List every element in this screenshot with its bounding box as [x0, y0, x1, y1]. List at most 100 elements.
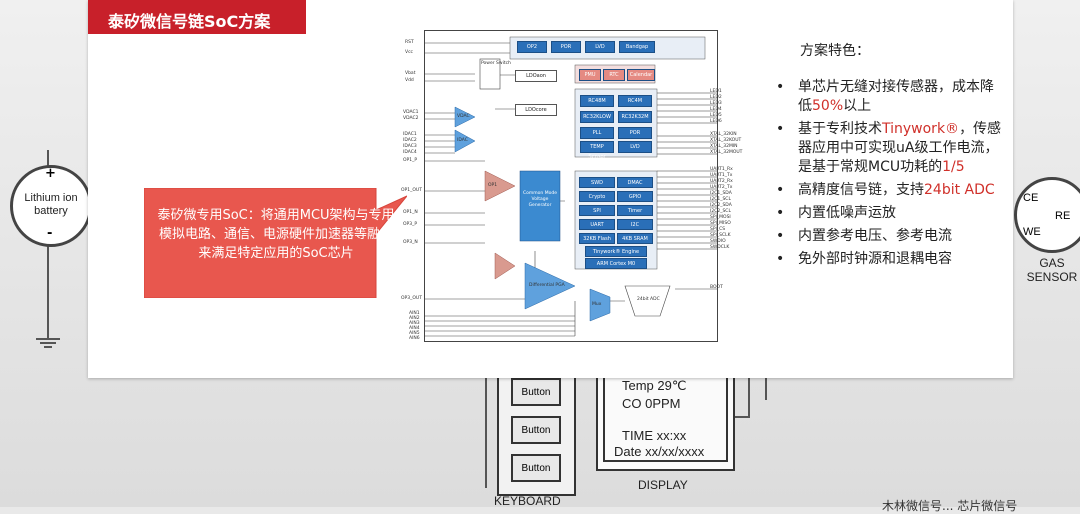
block-pll: PLL — [580, 127, 614, 139]
block-swd: SWD — [579, 177, 615, 188]
feature-text: 高精度信号链，支持 — [798, 182, 924, 198]
display-screen — [603, 374, 728, 462]
feature-text: 内置参考电压、参考电流 — [798, 228, 952, 244]
pin-label: I2C1_SDA — [710, 191, 732, 196]
display-box: Temp 29℃ CO 0PPM TIME xx:xx Date xx/xx/x… — [596, 372, 735, 471]
pin-label: UART1_Tx — [710, 173, 733, 178]
cmvg-label: Common Mode Voltage Generator — [523, 191, 557, 208]
circuit-line — [40, 342, 56, 344]
pin-label: XTAL_32KOUT — [710, 138, 742, 143]
pin-label: IDAC1 — [403, 132, 417, 137]
pin-label: UART2_Tx — [710, 185, 733, 190]
pin-label: AIN3 — [409, 321, 420, 326]
pin-label: SWDIO — [710, 239, 726, 244]
pin-label: OP1_OUT — [401, 188, 422, 193]
features-panel: 方案特色： 单芯片无缝对接传感器，成本降低50%以上 基于专利技术Tinywor… — [776, 40, 1006, 273]
block-rc48m: RC48M — [580, 95, 614, 107]
block-por: POR — [551, 41, 581, 53]
feature-item: 高精度信号链，支持24bit ADC — [776, 181, 1006, 200]
keyboard-box: Button Button Button — [497, 372, 576, 496]
feature-item: 免外部时钟源和退耦电容 — [776, 250, 1006, 269]
pin-label: OP3_OUT — [401, 296, 422, 301]
block-lvd2: LVD — [618, 141, 652, 153]
circuit-line — [731, 416, 750, 418]
pin-label: SPI_MOSI — [710, 215, 731, 220]
block-pmu: PMU — [579, 69, 601, 81]
gas-sensor-symbol: CE RE WE — [1014, 177, 1080, 253]
pin-label: LED1 — [710, 89, 722, 94]
circuit-line — [748, 378, 750, 418]
block-i2c: I2C — [617, 219, 653, 230]
pin-label: OP3_P — [403, 222, 418, 227]
block-por2: POR — [618, 127, 652, 139]
slide: 泰矽微信号链SoC方案 — [88, 0, 1013, 378]
feature-highlight: 50% — [812, 98, 844, 114]
feature-text: ，传感器应用中可实现uA级工作电流，是基于常规MCU功耗的 — [798, 121, 1002, 175]
pin-label: Vdd — [405, 78, 414, 83]
pin-label: OP1_P — [403, 158, 418, 163]
keyboard-button: Button — [511, 454, 561, 482]
pin-label: BOOT — [710, 285, 723, 290]
block-dmac: DMAC — [617, 177, 653, 188]
callout-shape — [144, 188, 407, 298]
block-calendar: Calendar — [627, 69, 655, 81]
pin-label: IDAC3 — [403, 144, 417, 149]
pin-label: XTAL_32MOUT — [710, 150, 743, 155]
pin-label: XTAL_32MIN — [710, 144, 738, 149]
block-op2: OP2 — [517, 41, 547, 53]
diff-pga-label: Differential PGA — [529, 283, 565, 288]
feature-highlight: 1/5 — [942, 159, 965, 175]
feature-text: 免外部时钟源和退耦电容 — [798, 251, 952, 267]
display-line: CO 0PPM — [622, 396, 681, 411]
pin-label: AIN5 — [409, 331, 420, 336]
circuit-line — [44, 346, 52, 348]
slide-title: 泰矽微信号链SoC方案 — [108, 12, 271, 31]
soc-block-diagram: Power Switch OP2 POR LVD Bandgap LDOaon … — [401, 30, 718, 342]
feature-text: 内置低噪声运放 — [798, 205, 896, 221]
pin-label: I2C2_SDA — [710, 203, 732, 208]
pin-label: I2C1_SCL — [710, 197, 731, 202]
pin-label: I2C2_SCL — [710, 209, 731, 214]
chip-wiring — [425, 36, 717, 337]
block-bandgap: Bandgap — [619, 41, 655, 53]
feature-highlight: 24bit ADC — [924, 182, 995, 198]
pin-label: SPI_SCLK — [710, 233, 731, 238]
pin-label: LED3 — [710, 101, 722, 106]
block-tinywork-engine: Tinywork® Engine — [585, 246, 647, 257]
block-rtc: RTC — [603, 69, 625, 81]
block-lvd: LVD — [585, 41, 615, 53]
circuit-line — [485, 378, 487, 488]
block-arm-cortex-m0: ARM Cortex M0 — [585, 258, 647, 269]
feature-item: 内置低噪声运放 — [776, 204, 1006, 223]
pin-label: UART1_Rx — [710, 167, 733, 172]
block-rc32klow: RC32KLOW — [580, 111, 614, 123]
display-label: DISPLAY — [638, 478, 688, 492]
pin-label: RST — [405, 40, 414, 45]
mux-label: Mux — [592, 302, 602, 307]
pin-label: LED6 — [710, 119, 722, 124]
circuit-line — [765, 378, 767, 400]
block-uart: UART — [579, 219, 615, 230]
block-gpio: GPIO — [617, 191, 653, 202]
pin-label: XTAL_32KIN — [710, 132, 737, 137]
idac-label: IDAC — [457, 138, 468, 143]
pin-label: SPI_MISO — [710, 221, 731, 226]
pin-label: OP3_N — [403, 240, 418, 245]
pin-label: LED4 — [710, 107, 722, 112]
gas-term-ce: CE — [1023, 192, 1039, 204]
callout-text: 泰矽微专用SoC：将通用MCU架构与专用模拟电路、通信、电源硬件加速器等融合来满… — [157, 208, 395, 261]
block-rc4m: RC4M — [618, 95, 652, 107]
pin-label: SWDCLK — [710, 245, 730, 250]
battery-plus-label: + — [45, 166, 56, 181]
keyboard-button: Button — [511, 416, 561, 444]
block-ldocore: LDOcore — [515, 104, 557, 116]
gas-term-re: RE — [1055, 210, 1071, 222]
pin-label: IDAC2 — [403, 138, 417, 143]
block-rc32k32m: RC32K32M — [618, 111, 652, 123]
pin-label: Vbat — [405, 71, 416, 76]
feature-highlight: Tinywork® — [882, 121, 960, 137]
pin-label: LED5 — [710, 113, 722, 118]
circuit-line — [47, 150, 49, 168]
feature-text: 单芯片无缝对接传感器，成本降低 — [798, 79, 994, 114]
circuit-line — [36, 338, 60, 340]
